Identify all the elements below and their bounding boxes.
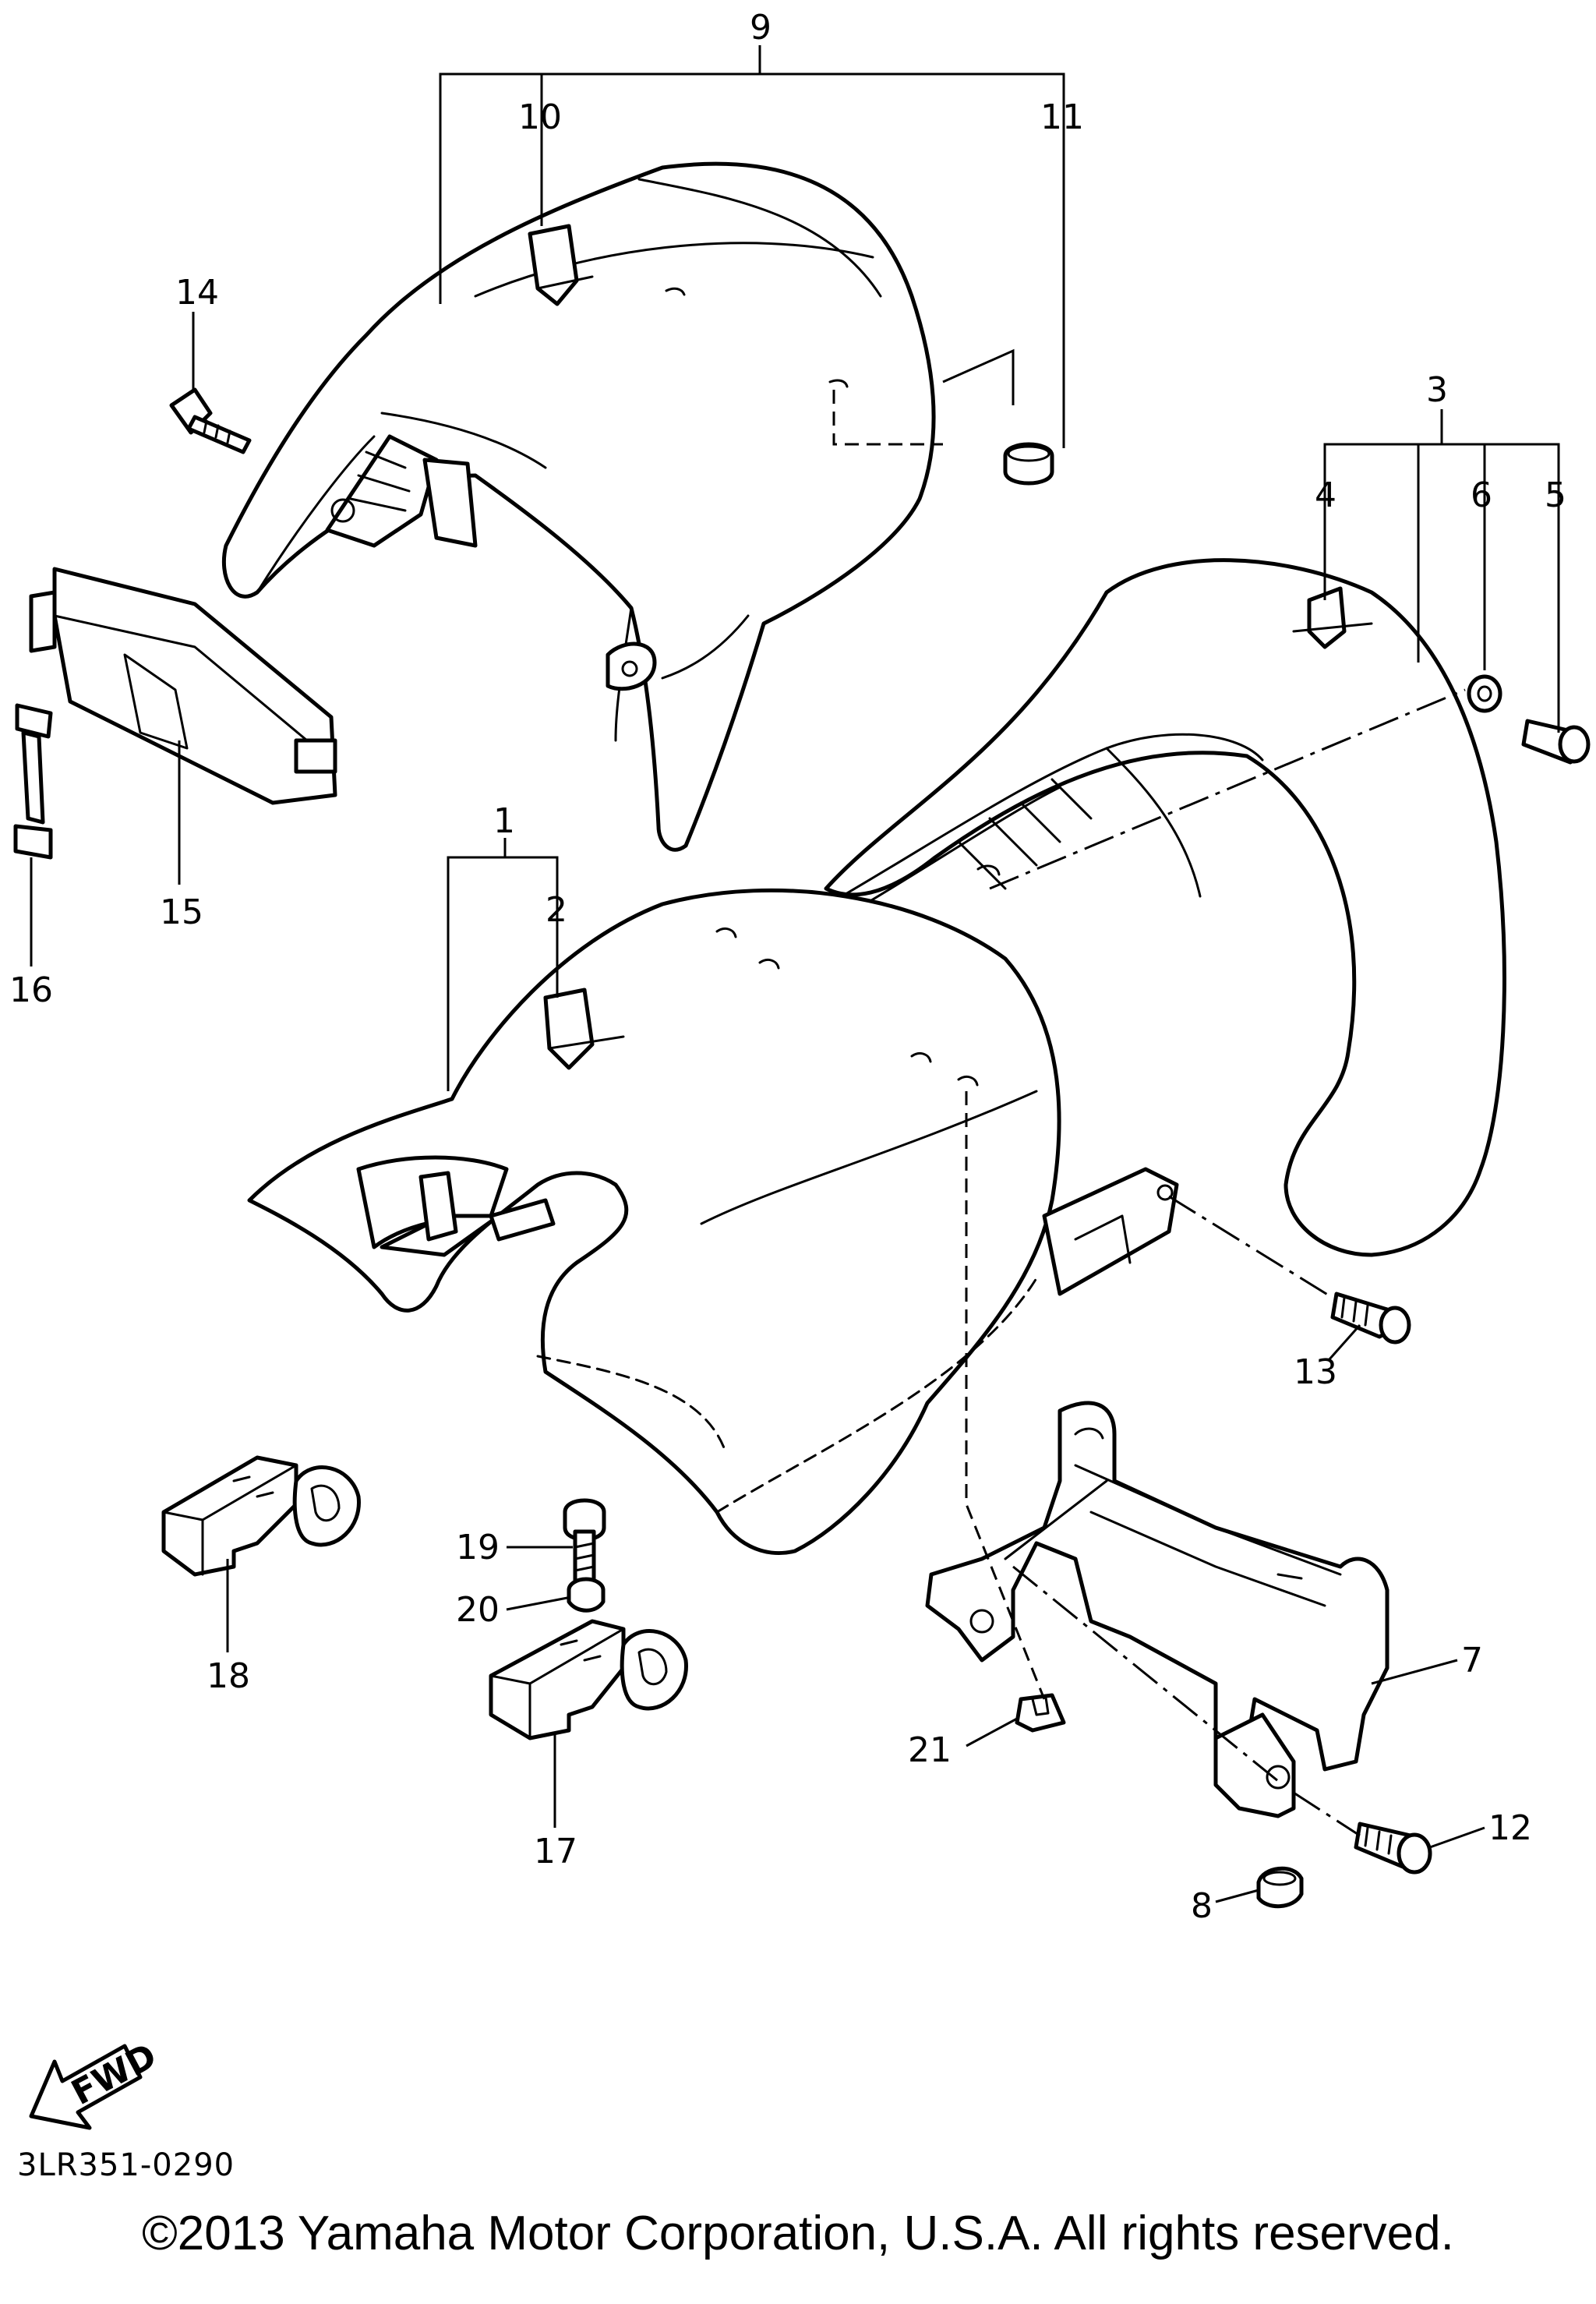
callout-7: 7 xyxy=(1461,1641,1483,1680)
callout-13: 13 xyxy=(1294,1352,1337,1392)
nut-8[interactable] xyxy=(1256,1866,1304,1909)
callout-16: 16 xyxy=(9,970,53,1010)
washer-6[interactable] xyxy=(1467,674,1502,713)
callout-8: 8 xyxy=(1191,1886,1213,1926)
callout-6: 6 xyxy=(1471,475,1492,515)
callout-14: 14 xyxy=(175,273,219,313)
callout-10: 10 xyxy=(518,97,562,137)
callout-5: 5 xyxy=(1545,475,1566,515)
callout-18: 18 xyxy=(207,1656,250,1696)
leader-lines xyxy=(30,45,1560,1903)
fwd-arrow-icon: FWD xyxy=(29,2036,164,2130)
callout-9: 9 xyxy=(750,8,772,48)
rear-seat-cover[interactable] xyxy=(221,161,936,852)
callout-17: 17 xyxy=(534,1832,577,1871)
callout-2: 2 xyxy=(546,890,567,930)
washer-20[interactable] xyxy=(567,1577,606,1613)
copyright-notice: ©2013 Yamaha Motor Corporation, U.S.A. A… xyxy=(142,2207,1454,2260)
callout-labels: 9 10 11 14 3 4 6 5 1 2 15 16 13 7 12 8 2… xyxy=(9,8,1566,1926)
callout-20: 20 xyxy=(456,1590,500,1630)
diagram-code: 3LR351-0290 xyxy=(17,2147,235,2183)
bolt-13[interactable] xyxy=(1330,1292,1411,1345)
damper-11[interactable] xyxy=(1003,442,1054,486)
callout-1: 1 xyxy=(493,801,515,841)
clip-21[interactable] xyxy=(1015,1693,1066,1733)
fwd-label: FWD xyxy=(65,2036,164,2113)
bolt-12[interactable] xyxy=(1354,1822,1432,1875)
cover-15[interactable] xyxy=(29,567,337,805)
lock-18[interactable] xyxy=(161,1455,361,1577)
callout-19: 19 xyxy=(456,1528,500,1567)
callout-4: 4 xyxy=(1315,475,1336,515)
callout-3: 3 xyxy=(1426,370,1448,410)
callout-21: 21 xyxy=(908,1730,952,1770)
seat-shell-3[interactable] xyxy=(824,558,1506,1257)
alignment-lines xyxy=(832,390,1466,1837)
bolt-19[interactable] xyxy=(563,1498,606,1592)
callout-12: 12 xyxy=(1488,1808,1532,1848)
lock-17[interactable] xyxy=(489,1619,688,1740)
bolt-14[interactable] xyxy=(169,387,252,454)
callout-11: 11 xyxy=(1040,97,1084,137)
screw-5[interactable] xyxy=(1521,719,1591,765)
bracket-7[interactable] xyxy=(925,1401,1389,1818)
front-seat-1[interactable] xyxy=(247,888,1179,1556)
strap-16[interactable] xyxy=(13,703,53,860)
callout-15: 15 xyxy=(160,892,203,932)
